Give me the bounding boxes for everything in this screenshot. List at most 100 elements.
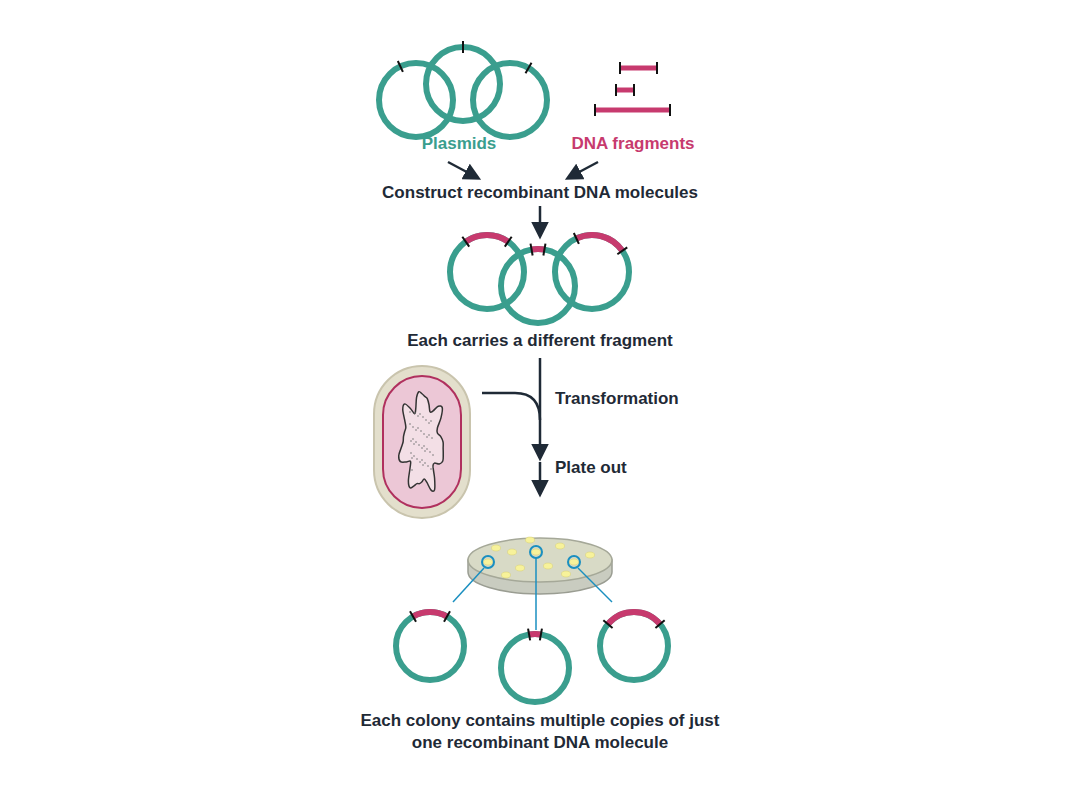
chromosome xyxy=(399,392,444,492)
process-arrow xyxy=(539,206,542,236)
plasmid xyxy=(396,611,464,680)
chromosome-texture xyxy=(414,412,416,414)
restriction-site-tick xyxy=(540,629,542,641)
chromosome-texture xyxy=(409,423,411,425)
dna-fragment xyxy=(595,104,670,116)
chromosome-texture xyxy=(432,466,434,468)
chromosome-texture xyxy=(425,419,427,421)
restriction-site-tick xyxy=(410,611,416,621)
colony xyxy=(544,563,553,569)
cell-wall xyxy=(374,366,470,518)
chromosome-texture xyxy=(417,415,419,417)
fragment-line xyxy=(620,66,657,71)
chromosome-texture xyxy=(432,454,434,456)
colony xyxy=(526,537,535,543)
inserted-fragment xyxy=(413,612,447,617)
chromosome-texture xyxy=(419,413,421,415)
plasmid xyxy=(555,233,629,309)
plasmid-ring xyxy=(379,63,453,137)
chromosome-texture xyxy=(423,433,425,435)
dna-fragment xyxy=(620,62,657,74)
petri-dish xyxy=(468,537,612,594)
chromosome-texture xyxy=(422,416,424,418)
process-arrow xyxy=(539,462,542,494)
chromosome-texture xyxy=(421,459,423,461)
restriction-site-tick xyxy=(398,61,403,72)
colony xyxy=(484,559,493,565)
plasmid xyxy=(450,235,524,309)
fragment-end xyxy=(633,84,635,96)
chromosome-texture xyxy=(409,411,411,413)
fragment-line xyxy=(595,108,670,113)
restriction-site-tick xyxy=(526,63,532,73)
restriction-site-tick xyxy=(528,629,530,641)
chromosome-texture xyxy=(430,468,432,470)
fragment-end xyxy=(619,62,621,74)
restriction-site-tick xyxy=(505,237,512,247)
chromosome-texture xyxy=(419,461,421,463)
chromosome-texture xyxy=(421,447,423,449)
chromosome-texture xyxy=(416,458,418,460)
chromosome-texture xyxy=(423,445,425,447)
chromosome-texture xyxy=(420,430,422,432)
colony xyxy=(502,572,511,578)
chromosome-texture xyxy=(417,427,419,429)
chromosome-texture xyxy=(418,444,420,446)
colony xyxy=(508,549,517,555)
inserted-fragment xyxy=(608,612,660,624)
bacterial-cell xyxy=(374,366,470,518)
chromosome-texture xyxy=(410,452,412,454)
plasmid-ring xyxy=(426,47,500,121)
chromosome-texture xyxy=(415,441,417,443)
plasmid-ring xyxy=(555,235,629,309)
chromosome-texture xyxy=(427,465,429,467)
restriction-site-tick xyxy=(444,611,450,621)
part-label: DNA fragments xyxy=(571,133,694,155)
plasmid xyxy=(473,63,547,137)
fragment-end xyxy=(594,104,596,116)
chromosome-texture xyxy=(428,422,430,424)
process-arrow xyxy=(568,162,598,178)
colony-highlight xyxy=(568,556,580,568)
fragment-end xyxy=(656,62,658,74)
plasmid-ring xyxy=(501,634,569,702)
chromosome-texture xyxy=(426,448,428,450)
plasmid-ring xyxy=(473,63,547,137)
chromosome-texture xyxy=(424,462,426,464)
chromosome-texture xyxy=(413,443,415,445)
dna-fragment xyxy=(616,84,634,96)
chromosome-texture xyxy=(411,457,413,459)
inserted-fragment xyxy=(466,235,508,242)
cell-membrane xyxy=(383,376,461,508)
chromosome-texture xyxy=(429,451,431,453)
chromosome-texture xyxy=(412,426,414,428)
plasmid xyxy=(501,629,569,702)
step-label: Each carries a different fragment xyxy=(407,330,672,352)
fragment-end xyxy=(615,84,617,96)
step-label: Construct recombinant DNA molecules xyxy=(382,182,698,204)
restriction-site-tick xyxy=(574,233,579,244)
restriction-site-tick xyxy=(462,41,464,53)
colony xyxy=(570,559,579,565)
restriction-site-tick xyxy=(543,244,545,256)
plasmid xyxy=(600,612,668,680)
colony xyxy=(516,565,525,571)
step-label: Plate out xyxy=(555,457,627,479)
colony xyxy=(532,549,541,555)
colony xyxy=(562,571,571,577)
chromosome-texture xyxy=(424,450,426,452)
chromosome-texture xyxy=(428,434,430,436)
fragment-line xyxy=(616,88,634,93)
restriction-site-tick xyxy=(603,620,612,628)
plasmid xyxy=(426,41,500,121)
chromosome-texture xyxy=(430,420,432,422)
chromosome-texture xyxy=(431,437,433,439)
caption-note: Each colony contains multiple copies of … xyxy=(355,710,725,754)
colony xyxy=(586,552,595,558)
colony-highlight xyxy=(530,546,542,558)
fragment-end xyxy=(669,104,671,116)
leader-line xyxy=(578,568,612,602)
part-label: Plasmids xyxy=(422,133,497,155)
